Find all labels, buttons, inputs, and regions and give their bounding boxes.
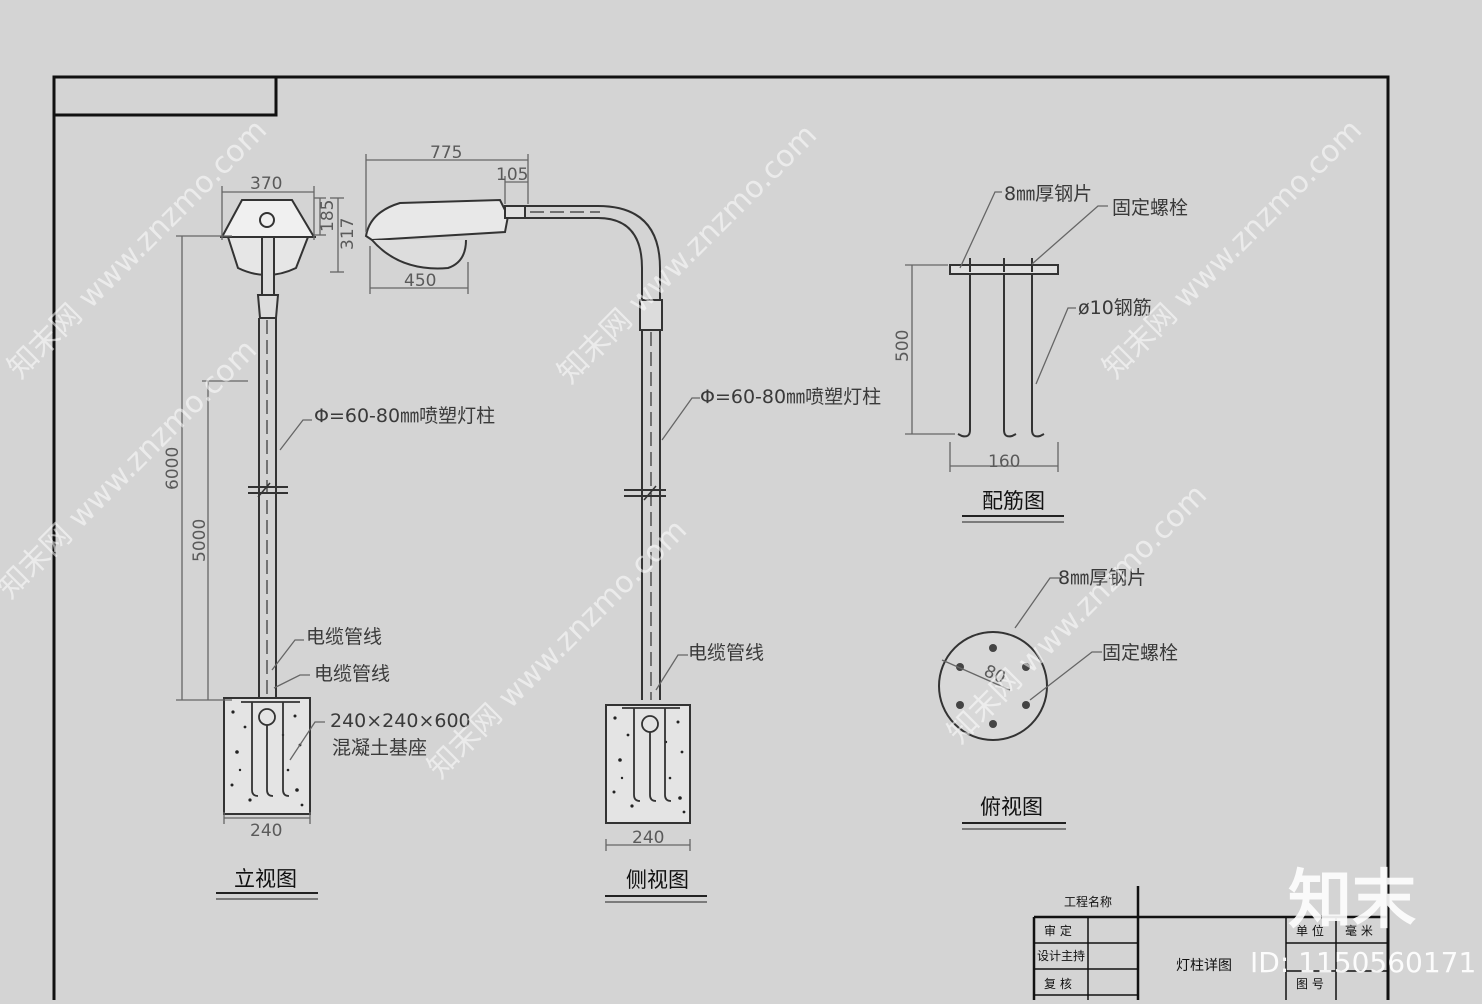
dim-head-width: 370 — [250, 174, 282, 194]
rebar-cage — [949, 258, 1059, 438]
cable-label: 电缆管线 — [688, 642, 764, 664]
concrete-base-side — [605, 704, 691, 824]
title-block-unit-value: 毫 米 — [1345, 923, 1373, 938]
watermark-logo: 知末 — [1288, 864, 1416, 938]
dim-rebar-width: 160 — [988, 452, 1020, 472]
dim-lamp-length: 450 — [404, 271, 436, 291]
title-block — [1032, 886, 1388, 1000]
watermark-text: 知末网 www.znzmo.com — [941, 478, 1214, 751]
dim-arm-length: 775 — [430, 143, 462, 163]
view-title: 俯视图 — [980, 795, 1043, 819]
view-title: 侧视图 — [626, 868, 689, 892]
dim-total-height: 6000 — [163, 447, 183, 490]
title-block-approve: 审 定 — [1044, 923, 1072, 938]
rebar-view: 8㎜厚钢片 固定螺栓 ø10钢筋 500 160 配筋图 — [893, 183, 1188, 523]
dim-arm-offset: 105 — [496, 165, 528, 185]
watermark-text: 知末网 www.znzmo.com — [1096, 113, 1369, 386]
concrete-base-front — [223, 697, 311, 815]
dim-base-width: 240 — [250, 821, 282, 841]
side-dimensions — [365, 154, 691, 851]
top-view: 8㎜厚钢片 固定螺栓 80 俯视图 — [938, 567, 1178, 830]
top-leaders — [941, 577, 1102, 701]
view-title: 配筋图 — [982, 489, 1045, 513]
cable-label: 电缆管线 — [306, 626, 382, 648]
elevation-leaders — [271, 419, 325, 761]
rebar-leaders — [959, 191, 1108, 385]
lamp-head-side — [364, 198, 526, 270]
title-block-review: 复 核 — [1044, 977, 1072, 991]
dim-rebar-height: 500 — [893, 330, 913, 362]
bolt-label: 固定螺栓 — [1102, 642, 1178, 664]
side-view: 775 105 450 240 Φ=60-80㎜喷塑灯柱 电缆管线 侧视图 — [364, 143, 881, 903]
lamp-head-front — [220, 199, 316, 319]
base-size-label: 240×240×600 — [330, 710, 471, 732]
pole-label: Φ=60-80㎜喷塑灯柱 — [700, 386, 881, 408]
elevation-dimensions — [176, 186, 344, 824]
pole-side — [525, 205, 666, 700]
cable-label: 电缆管线 — [314, 663, 390, 685]
dim-base-width: 240 — [632, 828, 664, 848]
pole-front — [248, 318, 288, 700]
elevation-view: 370 185 317 6000 5000 240 Φ=60-80㎜喷塑灯柱 电… — [163, 174, 495, 900]
rebar-label: ø10钢筋 — [1078, 297, 1152, 319]
pole-label: Φ=60-80㎜喷塑灯柱 — [314, 405, 495, 427]
base-plate-circle — [938, 631, 1048, 741]
title-block-project-name: 工程名称 — [1064, 894, 1112, 909]
watermark-text: 知末网 www.znzmo.com — [0, 333, 264, 606]
base-material-label: 混凝土基座 — [332, 737, 427, 759]
watermark-text: 知末网 www.znzmo.com — [551, 118, 824, 391]
title-block-drawing-no: 图 号 — [1296, 977, 1324, 991]
title-block-unit: 单 位 — [1296, 923, 1324, 938]
bolt-label: 固定螺栓 — [1112, 197, 1188, 219]
rebar-dimensions — [905, 264, 1059, 472]
title-block-drawing-title: 灯柱详图 — [1176, 958, 1232, 974]
view-title: 立视图 — [234, 867, 297, 891]
plate-label: 8㎜厚钢片 — [1058, 567, 1146, 589]
watermark-id: ID: 1150560171 — [1250, 946, 1476, 979]
sheet-border — [52, 75, 1390, 1004]
title-block-design-lead: 设计主持 — [1037, 948, 1085, 963]
dim-pole-height: 5000 — [190, 519, 210, 562]
dim-head-h2: 317 — [338, 218, 358, 250]
side-leaders — [655, 397, 700, 691]
plate-label: 8㎜厚钢片 — [1004, 183, 1092, 205]
dim-head-h1: 185 — [318, 200, 338, 232]
